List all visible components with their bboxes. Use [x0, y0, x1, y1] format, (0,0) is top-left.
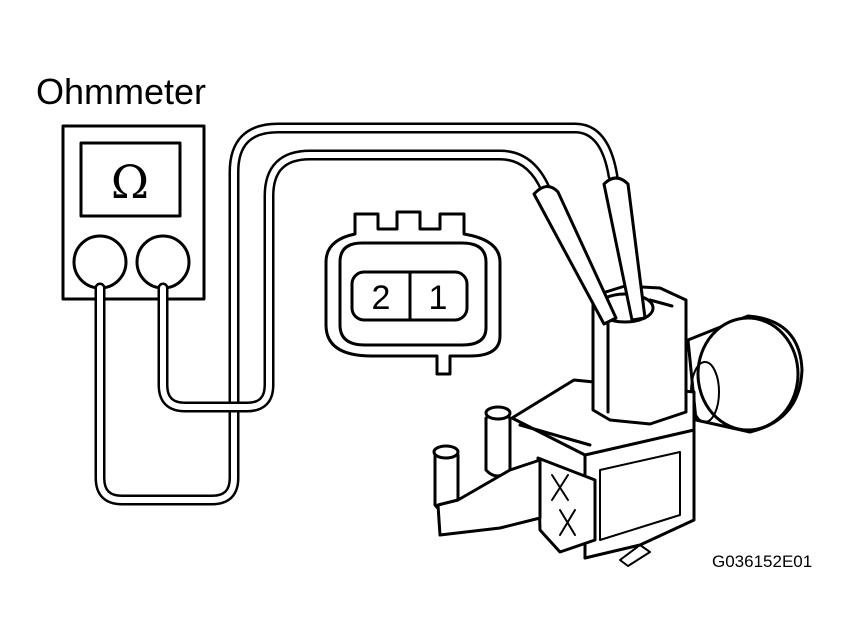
probe-right — [602, 176, 647, 322]
test-probes — [532, 176, 647, 326]
connector-inner-rim — [338, 241, 488, 347]
ohm-symbol-icon: Ω — [111, 155, 149, 209]
connector-pin-2: 2 — [372, 279, 391, 317]
connector-pin-1: 1 — [429, 279, 448, 317]
ohmmeter: Ω — [61, 124, 206, 301]
vacuum-switching-valve — [432, 284, 804, 567]
connector-face: 2 1 — [324, 210, 502, 376]
ohmmeter-label: Ohmmeter — [36, 71, 206, 112]
probe-left — [532, 185, 618, 326]
meter-terminal-right — [135, 234, 191, 290]
ohmmeter-display — [79, 141, 182, 218]
probe-wires — [94, 122, 619, 506]
figure-code: G036152E01 — [712, 552, 812, 571]
meter-terminal-left — [72, 234, 128, 290]
vacuum-port-right — [484, 411, 512, 478]
